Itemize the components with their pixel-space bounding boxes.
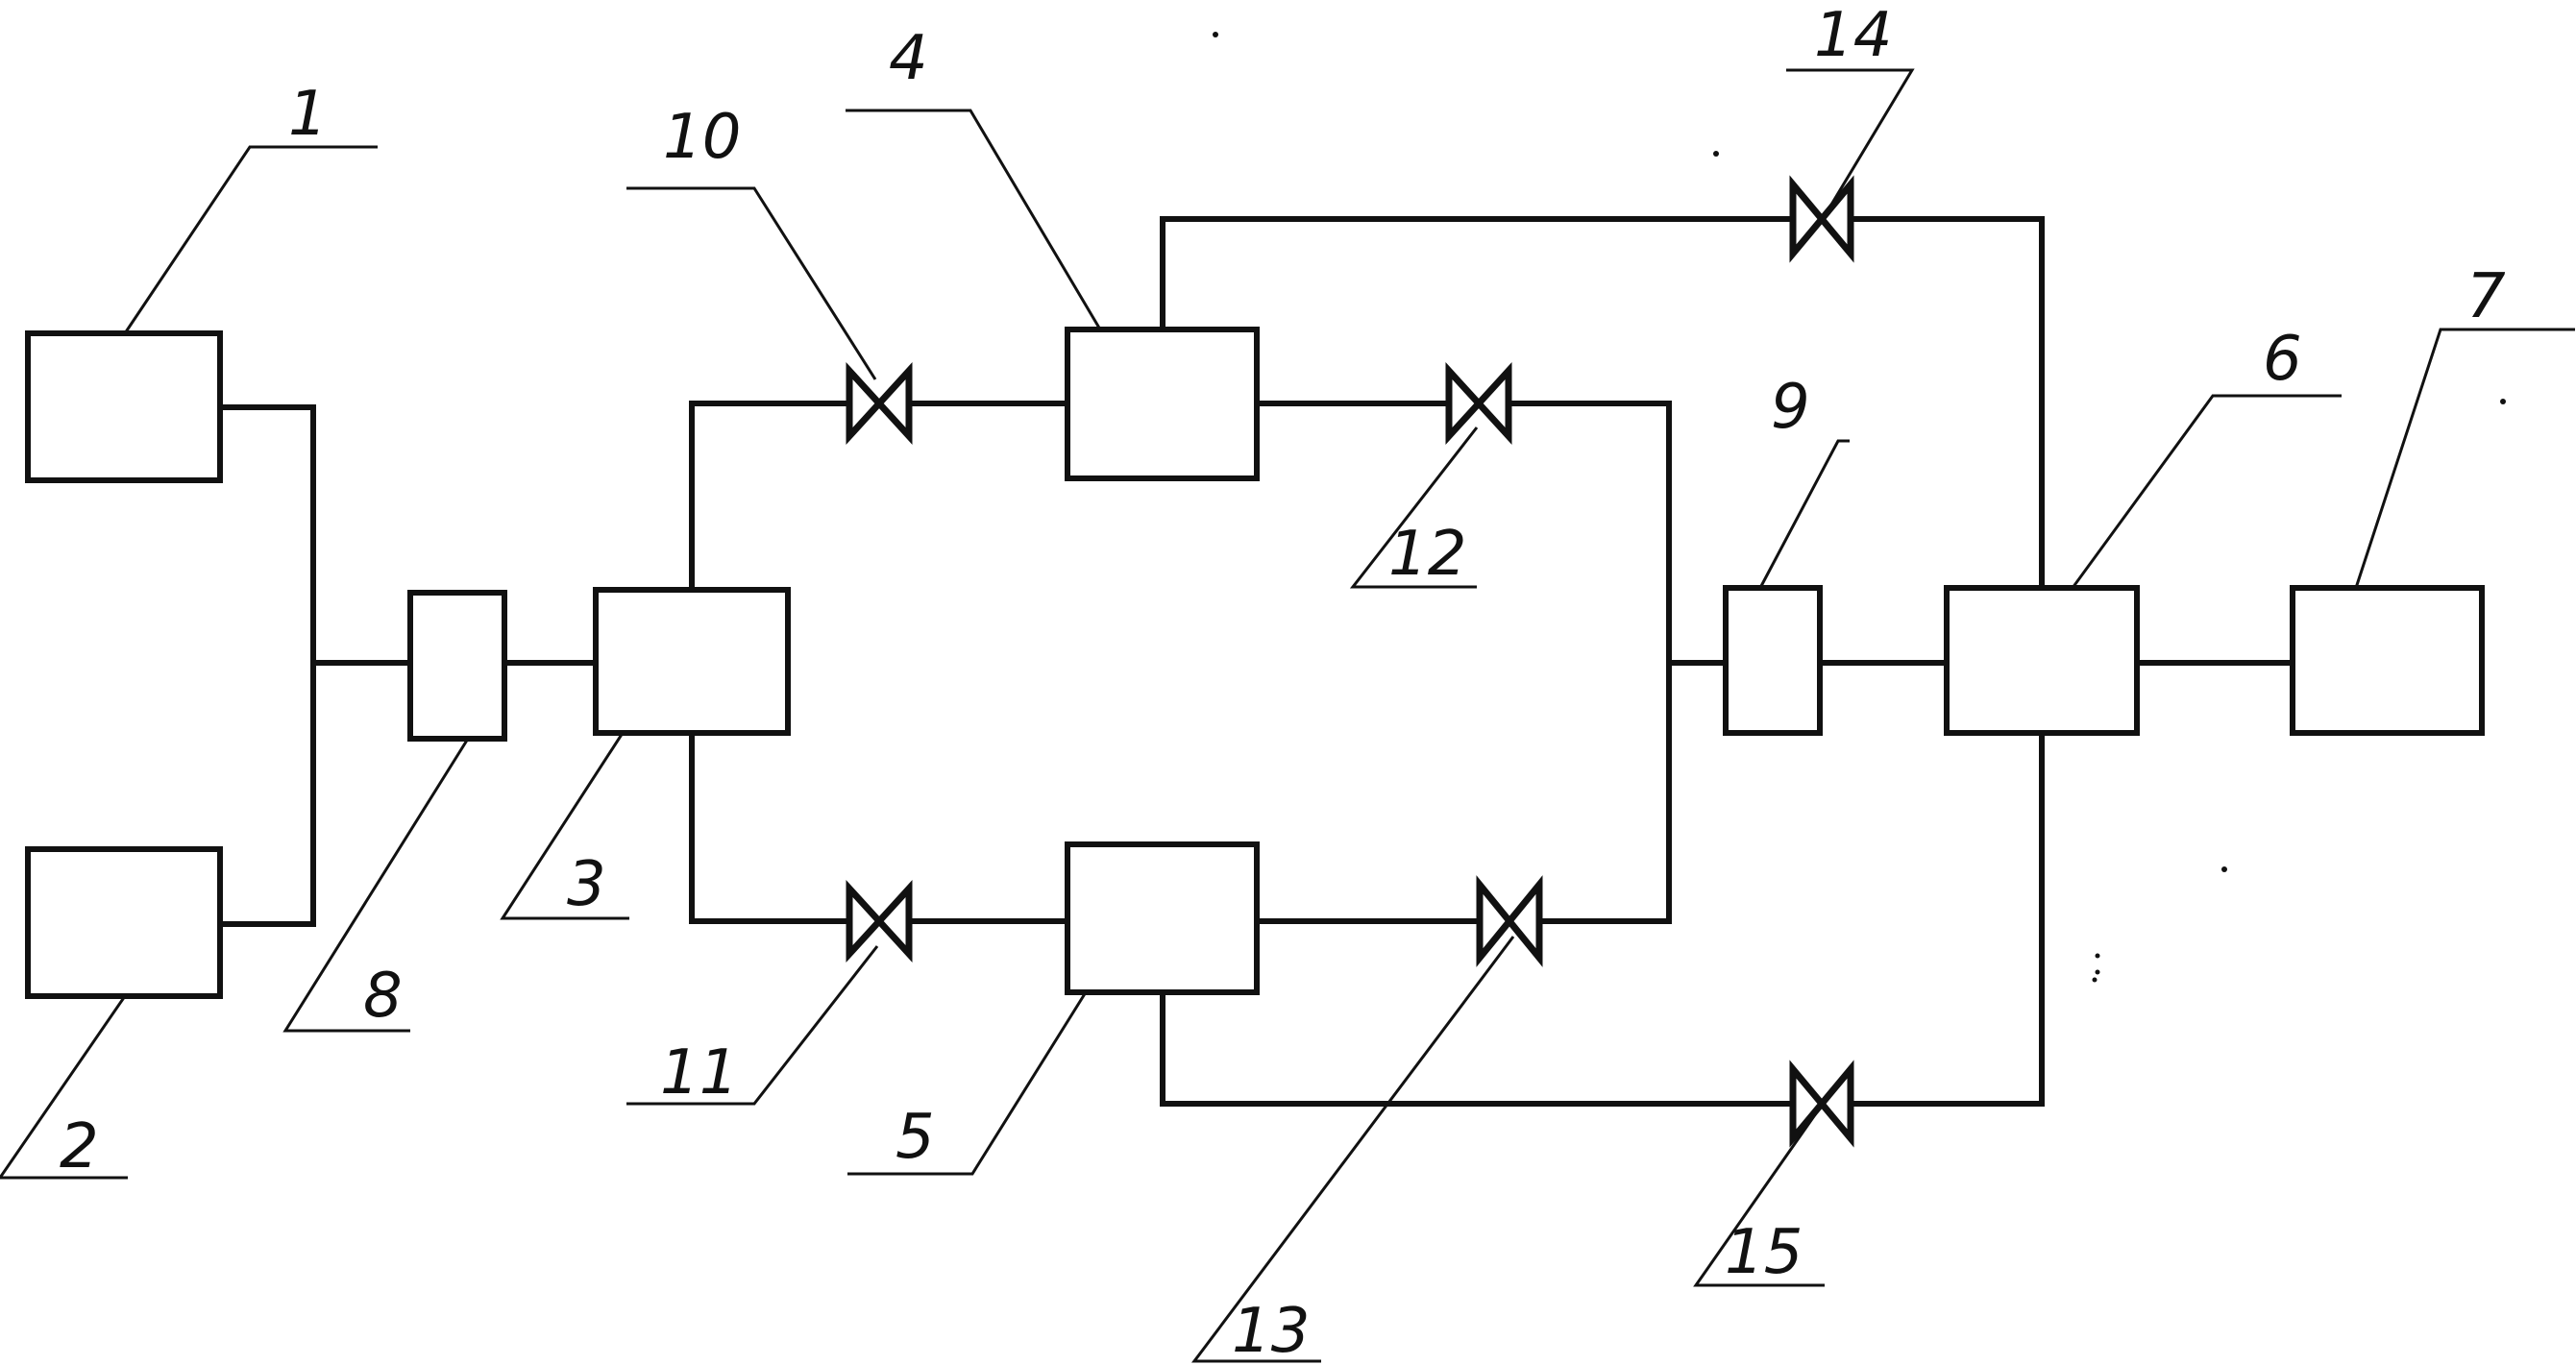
pipe-4-outlet [1257,401,1672,924]
label-6: 6 [2263,324,2302,395]
label-9: 9 [1771,372,1810,443]
pipe-5-bypass [1160,733,2045,1107]
label-8: 8 [363,961,403,1032]
leader-5 [847,991,1088,1176]
component-8 [407,590,507,742]
valve-14-icon [1789,175,1854,263]
valve-12-icon [1445,361,1512,446]
leader-7 [2354,328,2575,589]
leader-14 [1786,68,1915,220]
leader-15 [1693,1103,1825,1287]
label-7: 7 [2466,261,2506,332]
leader-3 [500,732,629,920]
leader-10 [626,186,877,380]
leader-9 [1758,439,1850,589]
valve-11-icon [846,879,913,963]
leader-6 [2071,394,2342,589]
label-10: 10 [663,102,741,173]
label-1: 1 [288,79,328,150]
pipe-3-to-5 [689,733,1067,924]
label-12: 12 [1388,519,1466,590]
component-3 [593,587,791,736]
component-4 [1065,327,1260,481]
pipe-1-to-junction [220,404,316,663]
component-2 [25,846,223,999]
component-5 [1065,841,1260,995]
number-labels: 1 2 3 4 5 6 7 8 9 10 11 12 13 14 15 [60,0,2506,1365]
label-5: 5 [895,1102,935,1173]
label-2: 2 [60,1111,99,1182]
valve-10-icon [846,361,913,446]
label-4: 4 [889,23,928,94]
label-14: 14 [1814,0,1892,71]
leader-8 [282,738,470,1033]
component-9 [1723,585,1823,736]
pipe-3-to-4 [689,401,1067,590]
label-11: 11 [660,1037,738,1109]
label-3: 3 [567,849,606,920]
label-13: 13 [1232,1296,1310,1365]
component-1 [25,330,223,483]
scan-specks [1213,32,2506,983]
pipe-4-bypass [1160,216,2045,588]
component-6 [1944,585,2140,736]
leader-4 [846,109,1102,330]
leader-1 [123,145,378,334]
component-7 [2290,585,2485,736]
pipe-2-to-junction [220,663,316,927]
leader-11 [626,945,879,1106]
leader-13 [1190,936,1515,1363]
leader-12 [1349,427,1479,589]
leader-lines [0,68,2575,1363]
valve-13-icon [1476,875,1543,967]
leader-2 [0,995,128,1180]
label-15: 15 [1725,1217,1803,1288]
